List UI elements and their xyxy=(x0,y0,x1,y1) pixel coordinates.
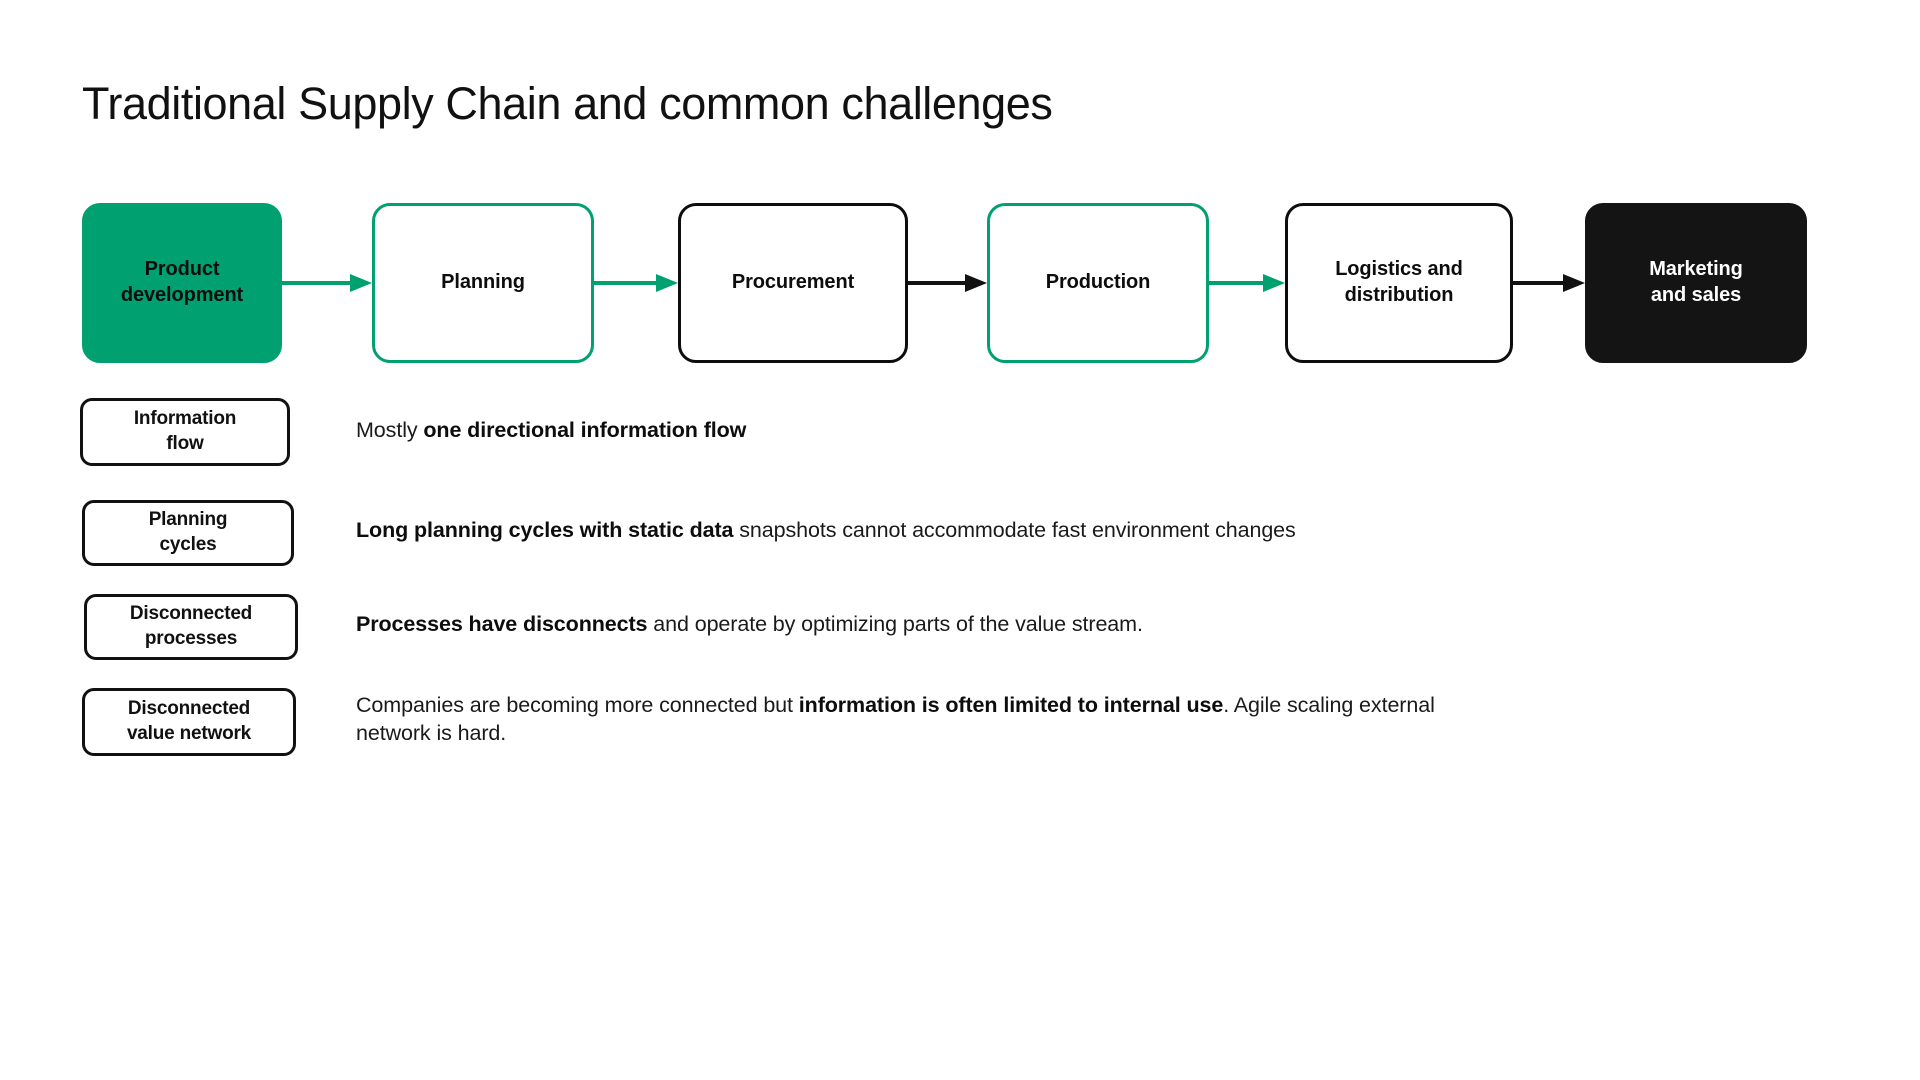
flow-arrow-icon xyxy=(594,272,678,294)
flow-arrow-icon xyxy=(1513,272,1585,294)
flow-node-label: Production xyxy=(1045,271,1151,294)
emphasis-text: Processes have disconnects xyxy=(356,612,648,636)
challenge-chip-3[interactable]: Disconnected value network xyxy=(82,688,296,756)
body-text: snapshots cannot accommodate fast enviro… xyxy=(733,518,1296,542)
flow-node-4[interactable]: Logistics and distribution xyxy=(1285,203,1513,363)
challenge-chip-0[interactable]: Information flow xyxy=(80,398,290,466)
flow-node-0[interactable]: Product development xyxy=(82,203,282,363)
challenge-description-2: Processes have disconnects and operate b… xyxy=(356,610,1806,638)
flow-arrow-icon xyxy=(1209,272,1285,294)
emphasis-text: Long planning cycles with static data xyxy=(356,518,734,542)
body-text: Companies are becoming more connected bu… xyxy=(356,693,799,717)
emphasis-text: information is often limited to internal… xyxy=(798,693,1224,717)
challenge-chip-1[interactable]: Planning cycles xyxy=(82,500,294,566)
challenge-chip-2[interactable]: Disconnected processes xyxy=(84,594,298,660)
challenge-description-1: Long planning cycles with static data sn… xyxy=(356,516,1806,544)
flow-node-2[interactable]: Procurement xyxy=(678,203,908,363)
body-text: Mostly xyxy=(356,418,424,442)
flow-node-3[interactable]: Production xyxy=(987,203,1209,363)
emphasis-text: one directional information flow xyxy=(423,418,747,442)
flow-node-label: Logistics and distribution xyxy=(1335,258,1463,306)
flow-node-1[interactable]: Planning xyxy=(372,203,594,363)
flow-node-label: Procurement xyxy=(731,271,855,294)
flow-node-5[interactable]: Marketing and sales xyxy=(1585,203,1807,363)
flow-node-label: Marketing and sales xyxy=(1649,258,1743,306)
flow-arrow-icon xyxy=(282,272,372,294)
supply-chain-flow: Product development Planning Procurement Pr… xyxy=(82,203,1822,363)
body-text: and operate by optimizing parts of the v… xyxy=(647,612,1143,636)
page-title: Traditional Supply Chain and common chal… xyxy=(82,78,1053,129)
flow-node-label: Planning xyxy=(441,271,525,294)
challenge-description-0: Mostly one directional information flow xyxy=(356,416,1806,444)
challenge-description-3: Companies are becoming more connected bu… xyxy=(356,691,1476,748)
flow-arrow-icon xyxy=(908,272,987,294)
flow-node-label: Product development xyxy=(120,258,244,306)
body-text: . Agile scaling external network is hard… xyxy=(356,693,1435,746)
